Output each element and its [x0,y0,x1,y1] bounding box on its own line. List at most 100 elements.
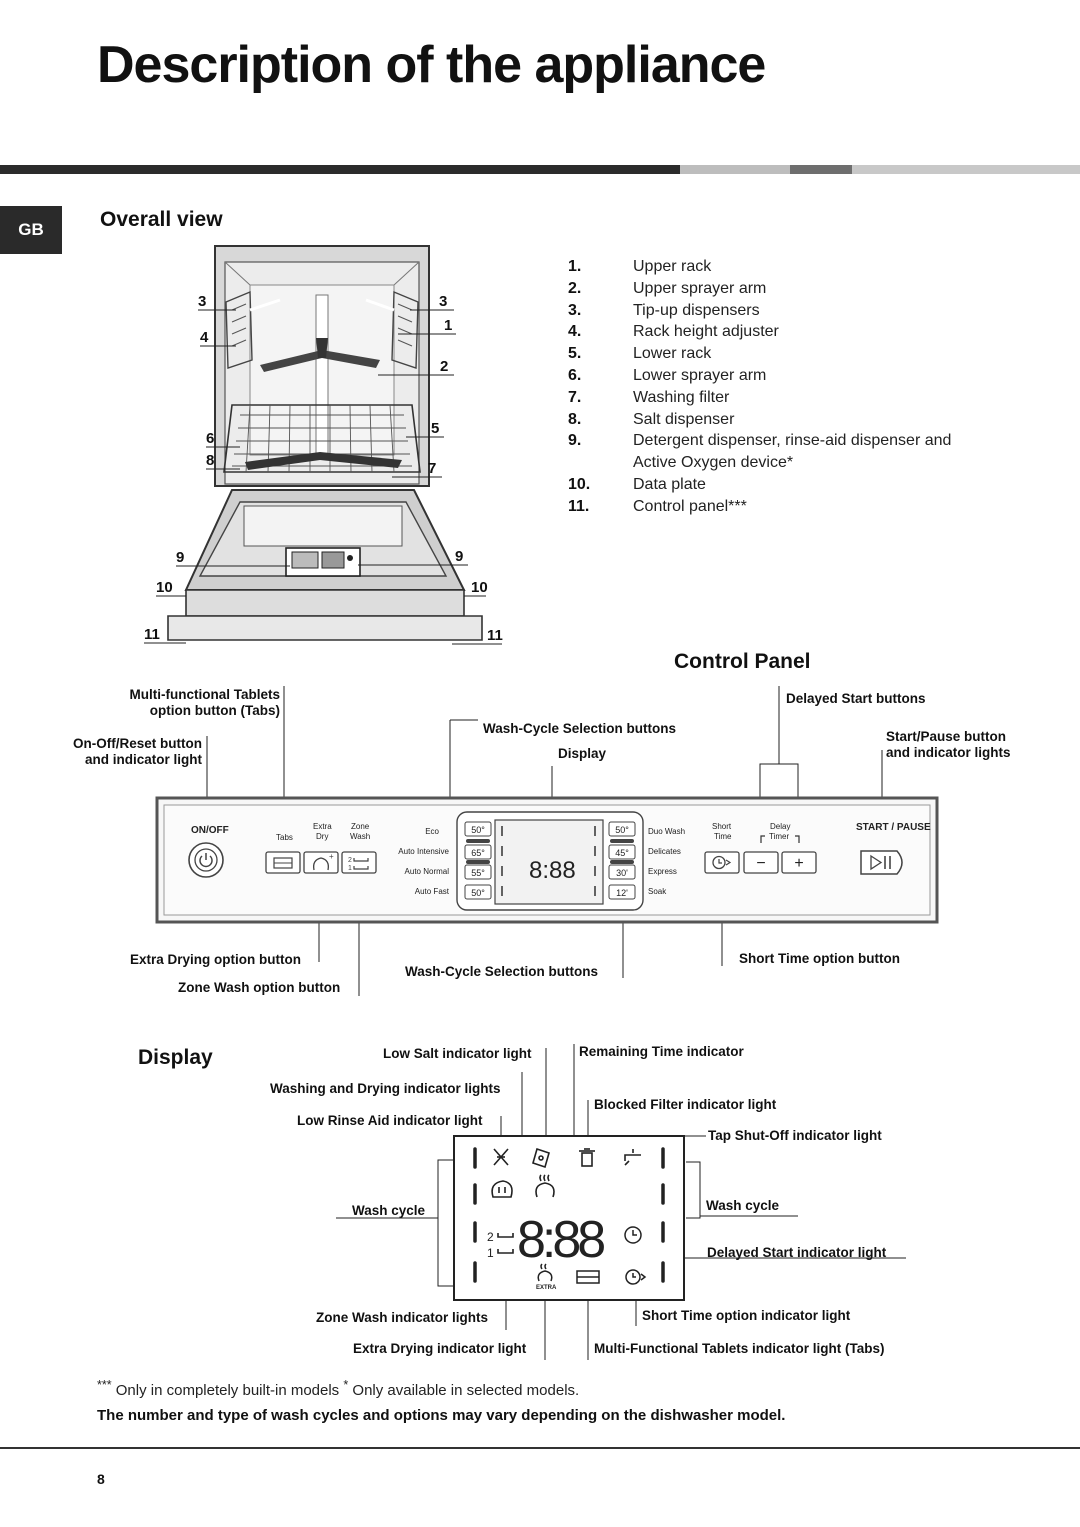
parts-list-item: 1.Upper rack [568,258,712,275]
label-blocked-filter: Blocked Filter indicator light [594,1097,777,1112]
svg-text:1: 1 [487,1246,494,1260]
power-icon [199,855,213,868]
label-short-time-indicator: Short Time option indicator light [642,1308,851,1323]
temp-duo-wash: 50° [615,825,629,835]
language-tab: GB [0,206,62,254]
label-tap-shutoff: Tap Shut-Off indicator light [708,1128,882,1143]
delay-plus-button[interactable]: + [781,851,817,874]
temp-eco: 50° [471,825,485,835]
parts-list-item: 11.Control panel*** [568,497,747,515]
label-wash-cycle-top: Wash-Cycle Selection buttons [483,721,677,736]
label-extra-drying: Extra Drying option button [130,952,301,967]
callout-left-3: 3 [198,293,206,310]
cycle-delicates[interactable]: Delicates [648,847,681,856]
extra-drying-indicator-icon [537,1263,553,1282]
callout-left-6: 6 [206,430,214,447]
footer-rule [0,1447,1080,1449]
low-rinse-icon [532,1147,550,1169]
parts-list-item: 9.Detergent dispenser, rinse-aid dispens… [568,432,952,450]
page-number: 8 [97,1471,105,1487]
cycle-auto-fast[interactable]: Auto Fast [415,887,450,896]
label-zone-wash: Zone Wash option button [178,980,341,995]
tabs-button[interactable] [265,851,301,874]
panel-extra-label: Extra [313,822,332,831]
temp-express: 30' [616,868,628,878]
short-time-indicator-icon [625,1269,647,1285]
short-time-button[interactable] [704,851,740,874]
parts-list-item: 6.Lower sprayer arm [568,366,767,384]
svg-text:2: 2 [487,1230,494,1244]
svg-text:+: + [794,855,803,872]
parts-list-item: 2.Upper sprayer arm [568,279,767,297]
onoff-button[interactable] [188,842,224,878]
control-panel-heading: Control Panel [674,650,811,673]
page-title-text: Description of the appliance [97,36,766,94]
clock-icon [712,855,726,870]
label-washing-drying: Washing and Drying indicator lights [270,1081,501,1096]
control-panel: ON/OFF Tabs Extra Dry Zone Wash + 2 1 [155,796,939,924]
svg-text:−: − [756,855,765,872]
display-heading: Display [138,1046,213,1069]
extra-text: EXTRA [536,1285,557,1291]
label-tabs-indicator: Multi-Functional Tablets indicator light… [594,1341,885,1356]
delay-minus-button[interactable]: − [743,851,779,874]
zone-wash-icon [353,858,369,870]
parts-list-item: 3.Tip-up dispensers [568,301,760,319]
play-pause-icon [870,854,883,871]
parts-list-item: 4.Rack height adjuster [568,323,779,341]
zone-wash-indicator-icon [497,1233,514,1254]
cycle-duo-wash[interactable]: Duo Wash [648,827,685,836]
temp-soak: 12' [616,888,628,898]
callout-left-11: 11 [144,626,160,643]
callout-left-4: 4 [200,329,209,346]
label-remaining-time: Remaining Time indicator [579,1044,744,1059]
zone-wash-button[interactable]: 2 1 [341,851,377,874]
label-low-rinse: Low Rinse Aid indicator light [297,1113,483,1128]
label-extra-drying-indicator: Extra Drying indicator light [353,1341,527,1356]
header-rule [0,165,1080,174]
panel-wash-label: Wash [350,832,370,841]
callout-left-10: 10 [156,579,173,596]
panel-dry-label: Dry [316,832,328,841]
page-title: Description of the appliance [97,36,766,94]
callout-right-10: 10 [471,579,488,596]
extra-dry-button[interactable]: + [303,851,339,874]
parts-list-item: 7.Washing filter [568,388,730,406]
cycle-eco[interactable]: Eco [425,827,439,836]
delayed-start-icon [624,1226,642,1244]
label-low-salt: Low Salt indicator light [383,1046,532,1061]
panel-onoff-label: ON/OFF [191,825,229,836]
footnote: *** Only in completely built-in models *… [97,1378,580,1399]
temp-delicates: 45° [615,848,629,858]
parts-list-item: 8.Salt dispenser [568,410,735,428]
display-digits: 8:88 [517,1211,604,1269]
temp-auto-intensive: 65° [471,848,485,858]
dishwasher-illustration: 3 4 6 8 9 10 11 3 1 2 5 7 9 10 11 [144,245,503,645]
panel-timer-label: Timer [769,832,789,841]
tabs-indicator-icon [576,1270,600,1284]
parts-list-item: Active Oxygen device* [633,454,794,472]
panel-short-label: Short [712,822,732,831]
callout-right-1: 1 [444,317,452,334]
cycle-express[interactable]: Express [648,867,677,876]
washing-icon [491,1180,513,1198]
cycle-soak[interactable]: Soak [648,887,667,896]
label-short-time: Short Time option button [739,951,900,966]
callout-right-11: 11 [487,627,503,644]
cycle-auto-normal[interactable]: Auto Normal [405,867,450,876]
svg-text:1: 1 [348,865,352,872]
callout-left-9: 9 [176,549,184,566]
cycle-auto-intensive[interactable]: Auto Intensive [398,847,449,856]
start-pause-button[interactable] [860,850,903,875]
panel-display-digits: 8:88 [529,857,576,884]
drying-icon [535,1174,555,1198]
parts-list: 1.Upper rack 2.Upper sprayer arm 3.Tip-u… [568,256,1013,518]
low-salt-icon [493,1148,509,1166]
tap-icon [624,1149,641,1166]
temp-auto-normal: 55° [471,868,485,878]
callout-right-3: 3 [439,293,447,310]
svg-text:2: 2 [348,857,352,864]
callout-left-8: 8 [206,452,214,469]
